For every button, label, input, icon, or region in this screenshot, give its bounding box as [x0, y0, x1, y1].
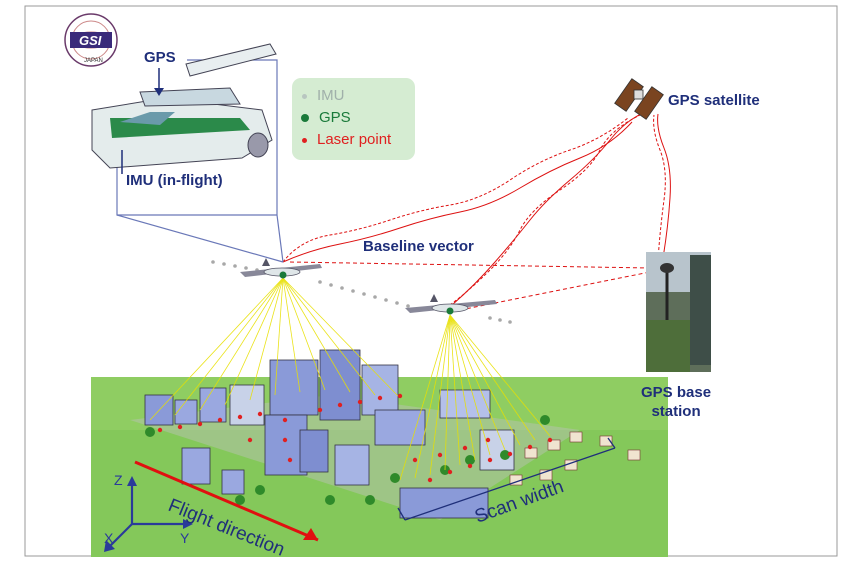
flight-direction-arrowhead: [303, 528, 318, 540]
legend-laser-label: Laser point: [317, 131, 392, 148]
gps-base-station-label: GPS base station: [641, 384, 712, 420]
scan-width-bracket: [397, 437, 616, 521]
axis-y-label: Y: [180, 530, 190, 546]
laser-beams-plane-1: [149, 277, 401, 421]
gps-base-station-photo: [646, 252, 711, 372]
imu-inflight-label: IMU (in-flight): [126, 172, 223, 189]
gps-satellite-icon: [614, 78, 664, 120]
gsi-logo: [64, 13, 118, 67]
axis-x-label: X: [104, 530, 114, 546]
laser-point-dots: [157, 393, 553, 483]
inset-aircraft-closeup: [91, 43, 277, 169]
gsi-logo-text: GSI: [79, 33, 102, 48]
legend-item-gps: GPS: [301, 109, 351, 126]
flight-direction-arrow: [134, 460, 319, 542]
baseline-vector-label: Baseline vector: [363, 238, 474, 255]
legend-gps-label: GPS: [319, 109, 351, 126]
laser-beams-plane-2: [399, 314, 551, 481]
legend-item-imu: IMU: [302, 87, 345, 104]
legend-imu-dot: [302, 93, 307, 99]
gps-plane-label: GPS: [144, 49, 176, 66]
gps-label-arrowhead: [154, 88, 164, 96]
legend-item-laser: Laser point: [302, 131, 391, 148]
legend-laser-dot: [302, 137, 307, 143]
gsi-logo-subtext: JAPAN: [84, 58, 103, 64]
gps-signals: [282, 111, 671, 311]
legend: IMU GPS Laser point: [292, 78, 415, 160]
axes-indicator: [104, 476, 193, 552]
axis-z-label: Z: [114, 472, 123, 488]
city-buildings: [144, 349, 641, 519]
legend-imu-label: IMU: [317, 87, 345, 104]
gps-satellite-label: GPS satellite: [668, 92, 760, 109]
aircraft-2: [405, 294, 497, 315]
legend-gps-dot: [301, 114, 309, 123]
aircraft-1: [240, 258, 322, 279]
